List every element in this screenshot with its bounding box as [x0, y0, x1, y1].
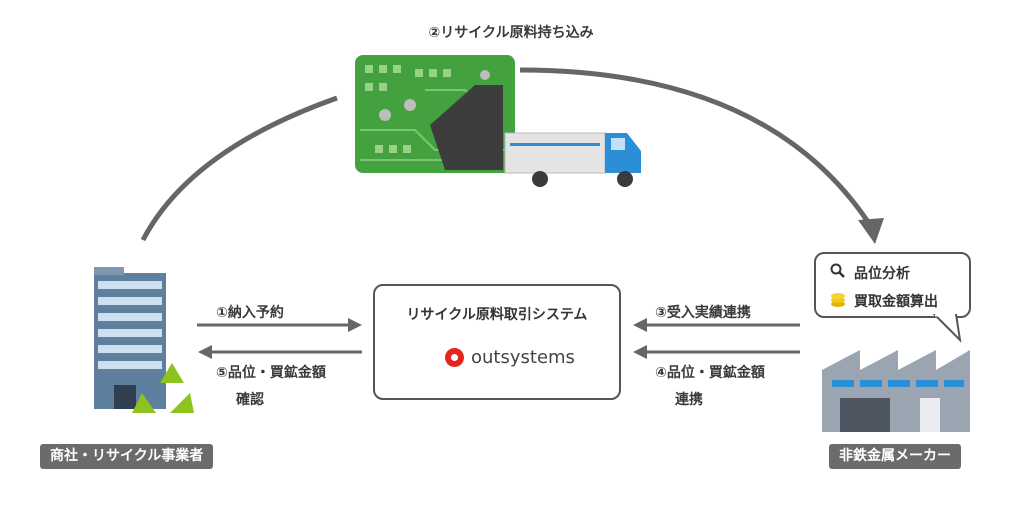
recycle-material-label: ②リサイクル原料持ち込み — [428, 25, 594, 41]
flow-label-1: ①納入予約 — [216, 305, 284, 321]
outsystems-logo-icon — [445, 347, 464, 367]
left-entity-label: 商社・リサイクル事業者 — [40, 444, 214, 469]
chip — [430, 85, 503, 170]
arc-arrowhead — [858, 218, 884, 244]
right-entity-label: 非鉄金属メーカー — [829, 444, 961, 469]
flow-label-4-sub: 連携 — [675, 392, 703, 408]
trading-system-box: リサイクル原料取引システム outsystems — [373, 284, 621, 400]
coins-icon — [828, 290, 848, 312]
flow-label-5-sub: 確認 — [236, 392, 264, 408]
bubble-tail — [932, 314, 962, 343]
flow-label-5: ⑤品位・買鉱金額 — [216, 365, 326, 381]
analysis-bubble: 品位分析 買取金額算出 — [814, 252, 971, 318]
arc-left-segment — [140, 95, 338, 242]
flow-label-3: ③受入実績連携 — [655, 305, 751, 321]
outsystems-logo: outsystems — [445, 345, 575, 369]
flow-label-4: ④品位・買鉱金額 — [655, 365, 765, 381]
system-title: リサイクル原料取引システム — [406, 307, 588, 323]
arc-right-segment — [519, 67, 875, 230]
bubble-item: 品位分析 — [828, 263, 910, 283]
recycle-icon — [132, 363, 194, 413]
office-building-icon — [94, 267, 194, 413]
bubble-item: 買取金額算出 — [828, 290, 938, 312]
magnifier-icon — [828, 263, 848, 283]
truck-wheel — [617, 171, 633, 187]
circuit-board-truck-illustration — [355, 55, 641, 187]
factory-icon — [822, 350, 970, 432]
truck-wheel — [532, 171, 548, 187]
